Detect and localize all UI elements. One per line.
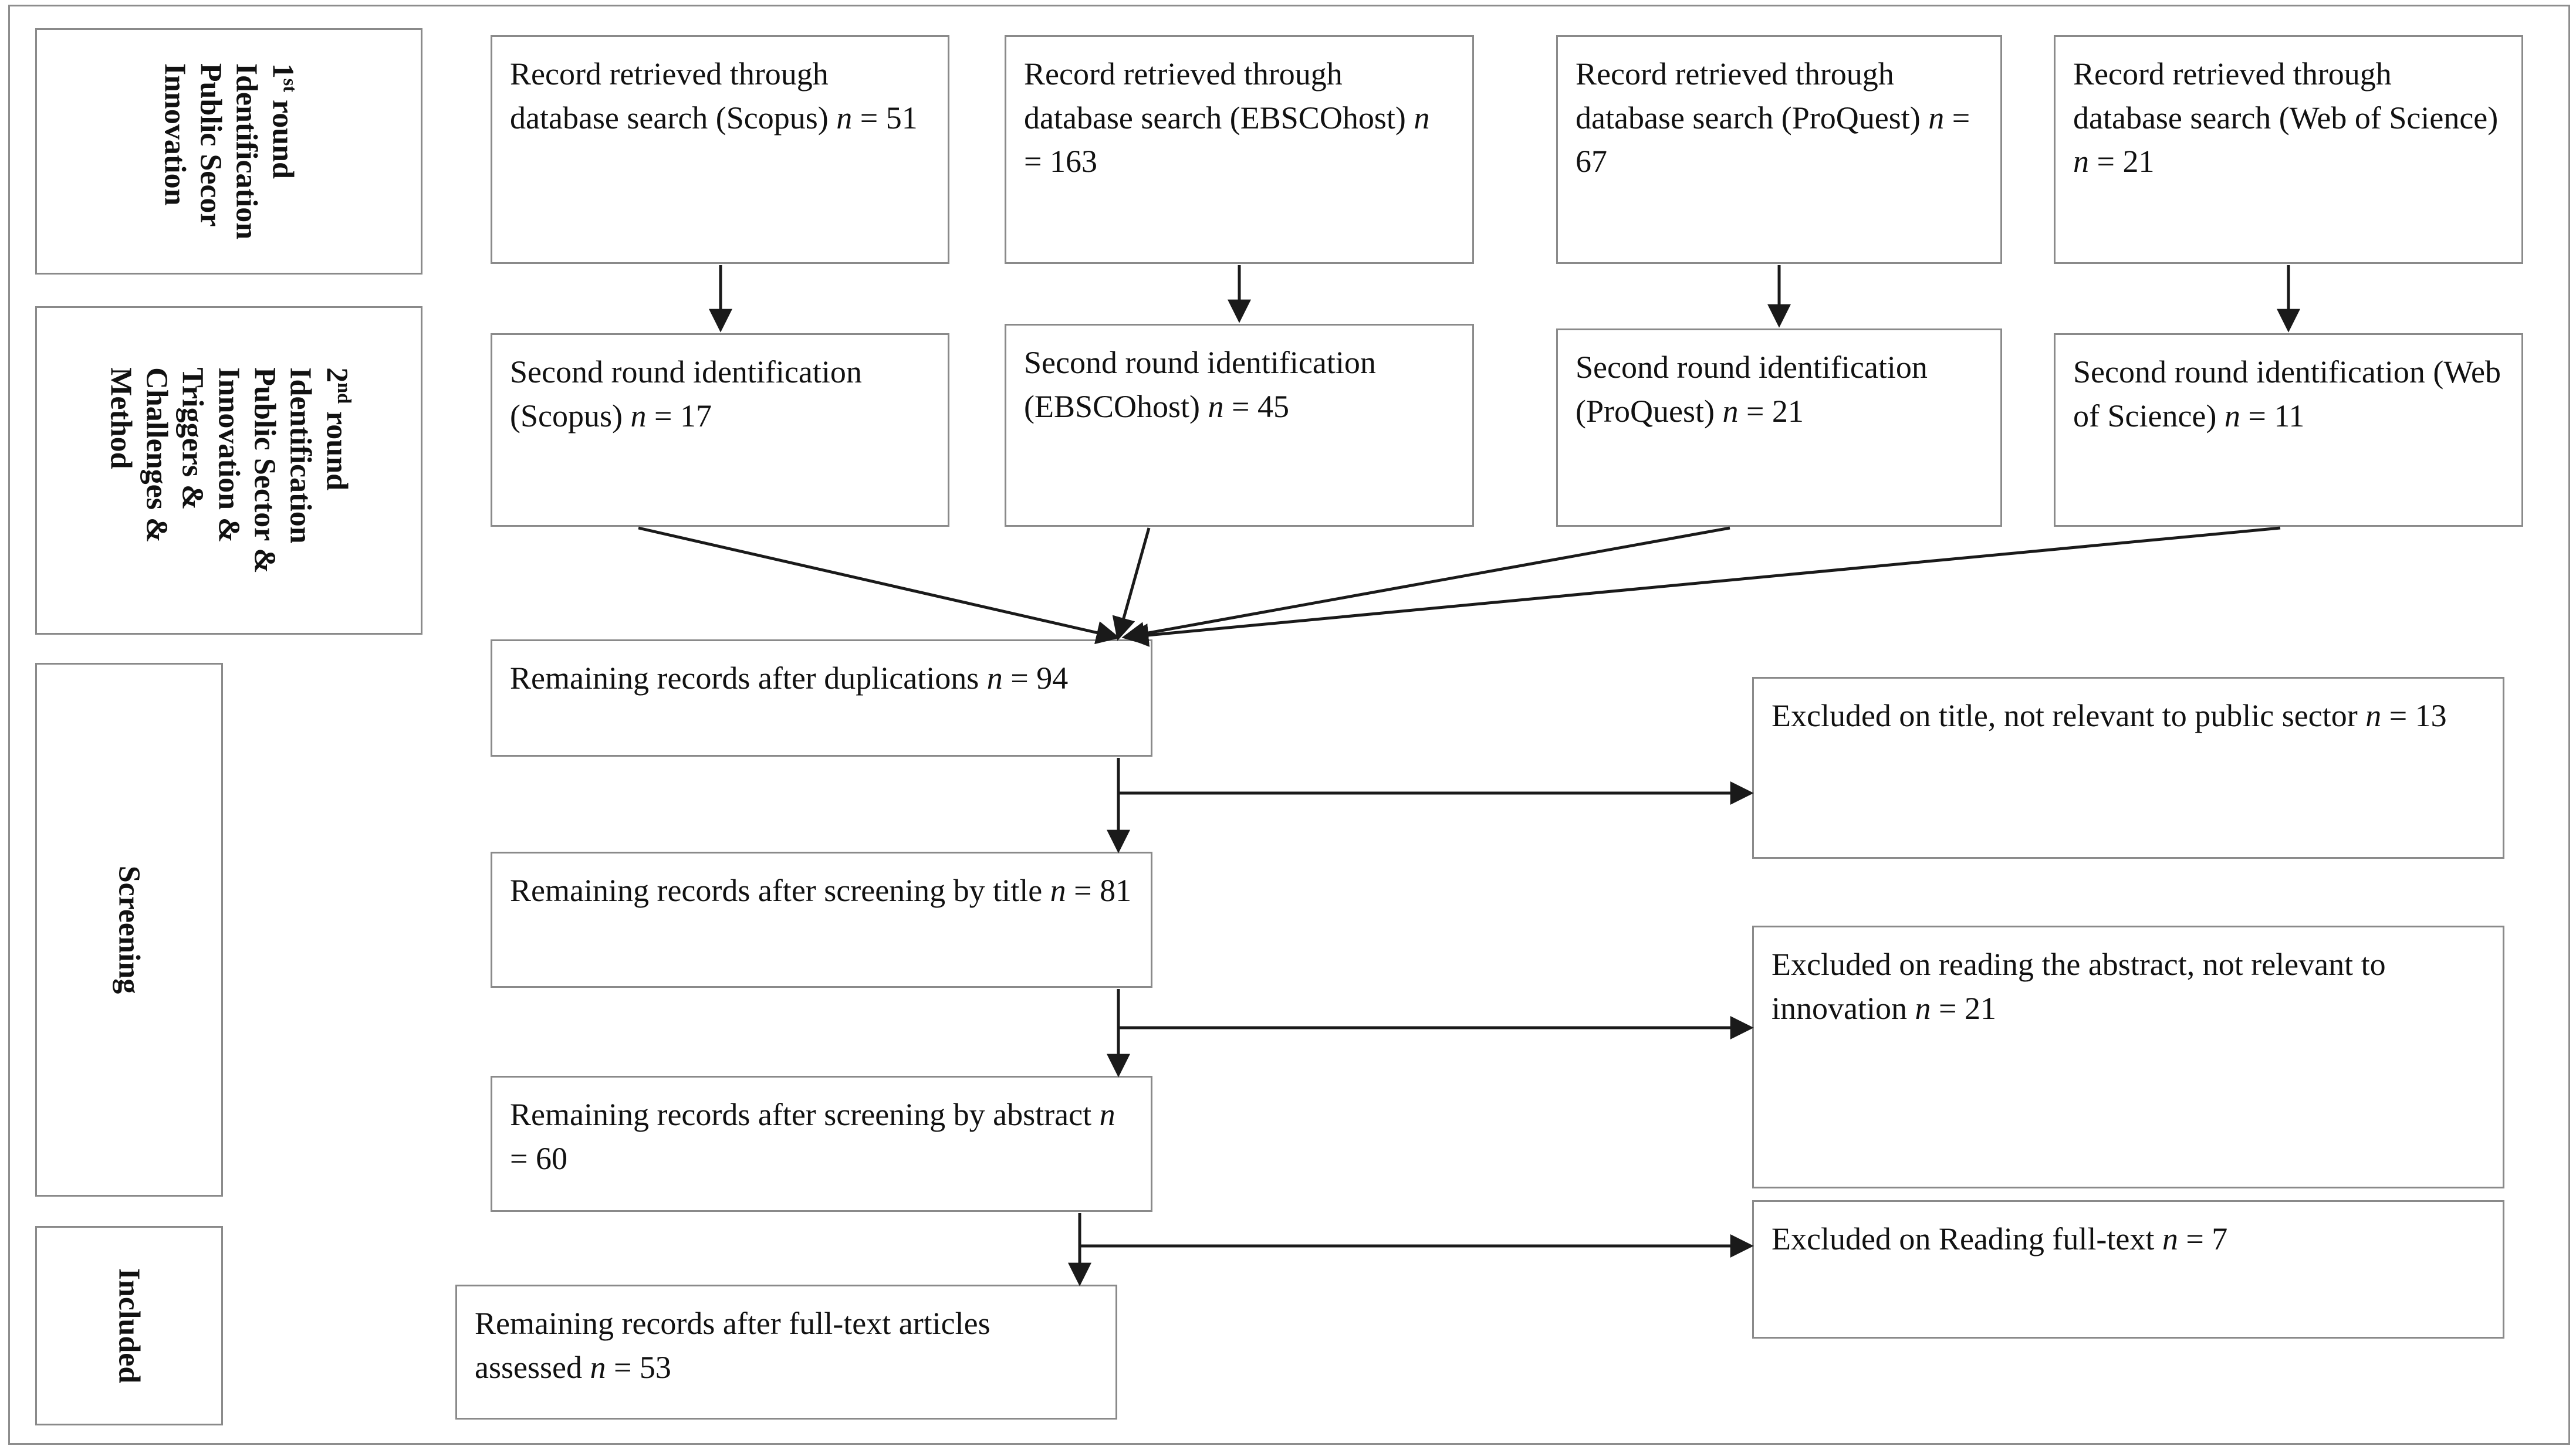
second-round-box-proquest: Second round identification (ProQuest) n…: [1556, 328, 2002, 527]
second-round-box-scopus-text: Second round identification (Scopus) n =…: [510, 354, 862, 433]
exclusion-box-title: Excluded on title, not relevant to publi…: [1752, 677, 2504, 859]
stage-label-screening: Screening: [35, 663, 223, 1197]
arrow-converge-proquest: [1121, 526, 1730, 645]
identification-box-proquest: Record retrieved through database search…: [1556, 35, 2002, 264]
second-round-box-proquest-text: Second round identification (ProQuest) n…: [1576, 350, 1928, 429]
identification-box-ebscohost-text: Record retrieved through database search…: [1024, 56, 1430, 179]
arrow-converge-scopus: [638, 526, 1120, 645]
flow-box-after-abstract-screening: Remaining records after screening by abs…: [491, 1076, 1152, 1212]
exclusion-box-abstract: Excluded on reading the abstract, not re…: [1752, 926, 2504, 1188]
identification-box-scopus-text: Record retrieved through database search…: [510, 56, 918, 136]
identification-box-ebscohost: Record retrieved through database search…: [1005, 35, 1474, 264]
exclusion-box-title-text: Excluded on title, not relevant to publi…: [1772, 698, 2447, 733]
flow-box-after-fulltext-assessed-text: Remaining records after full-text articl…: [475, 1306, 990, 1385]
stage-label-screening-text: Screening: [112, 865, 146, 994]
exclusion-box-fulltext: Excluded on Reading full-text n = 7: [1752, 1200, 2504, 1339]
exclusion-box-abstract-text: Excluded on reading the abstract, not re…: [1772, 947, 2386, 1026]
second-round-box-ebscohost: Second round identification (EBSCOhost) …: [1005, 324, 1474, 527]
page-frame-bottom: [8, 1443, 2570, 1445]
second-round-box-web-of-science: Second round identification (Web of Scie…: [2054, 333, 2523, 527]
page-frame-left: [8, 5, 10, 1445]
flow-box-after-fulltext-assessed: Remaining records after full-text articl…: [455, 1285, 1117, 1420]
page-frame-right: [2568, 5, 2570, 1445]
second-round-box-scopus: Second round identification (Scopus) n =…: [491, 333, 949, 527]
identification-box-web-of-science-text: Record retrieved through database search…: [2073, 56, 2499, 179]
second-round-box-ebscohost-text: Second round identification (EBSCOhost) …: [1024, 345, 1376, 424]
identification-box-web-of-science: Record retrieved through database search…: [2054, 35, 2523, 264]
flow-box-after-duplications: Remaining records after duplications n =…: [491, 639, 1152, 757]
flow-box-after-title-screening-text: Remaining records after screening by tit…: [510, 873, 1132, 908]
second-round-box-web-of-science-text: Second round identification (Web of Scie…: [2073, 354, 2501, 433]
stage-label-included: Included: [35, 1226, 223, 1425]
exclusion-box-fulltext-text: Excluded on Reading full-text n = 7: [1772, 1221, 2228, 1256]
page-frame-top: [8, 5, 2570, 6]
flow-box-after-abstract-screening-text: Remaining records after screening by abs…: [510, 1097, 1115, 1176]
arrow-converge-wos: [1125, 526, 2281, 647]
flow-box-after-title-screening: Remaining records after screening by tit…: [491, 852, 1152, 988]
identification-box-scopus: Record retrieved through database search…: [491, 35, 949, 264]
arrow-converge-ebsco: [1112, 527, 1151, 641]
identification-box-proquest-text: Record retrieved through database search…: [1576, 56, 1970, 179]
stage-label-included-text: Included: [112, 1268, 146, 1384]
flow-box-after-duplications-text: Remaining records after duplications n =…: [510, 661, 1069, 696]
